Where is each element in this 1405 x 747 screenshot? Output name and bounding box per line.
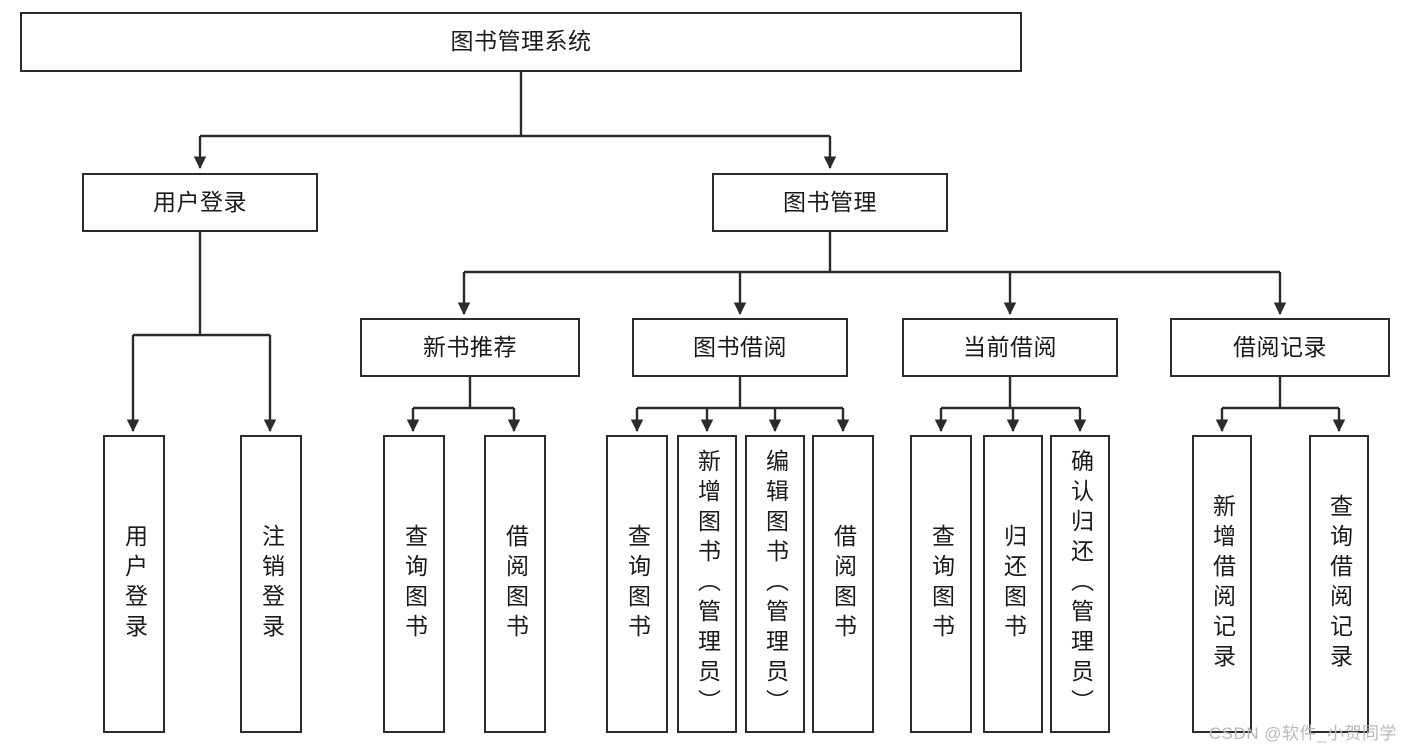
node-leaf-query-book-3[interactable]: 查询图书 <box>910 435 972 733</box>
node-label: 借阅图书 <box>502 524 529 644</box>
node-leaf-query-record[interactable]: 查询借阅记录 <box>1309 435 1369 733</box>
node-new-book-recommend[interactable]: 新书推荐 <box>360 318 580 377</box>
node-label: 借阅记录 <box>1233 333 1327 360</box>
node-label: 新增借阅记录 <box>1209 494 1236 674</box>
node-leaf-user-login[interactable]: 用户登录 <box>103 435 165 733</box>
node-label: 借阅图书 <box>830 524 857 644</box>
node-leaf-query-book-1[interactable]: 查询图书 <box>383 435 445 733</box>
node-leaf-logout-login[interactable]: 注销登录 <box>240 435 302 733</box>
node-current-borrow[interactable]: 当前借阅 <box>902 318 1118 377</box>
node-label: 编辑图书（管理员） <box>762 449 789 719</box>
node-leaf-borrow-book-2[interactable]: 借阅图书 <box>812 435 874 733</box>
node-label: 注销登录 <box>258 524 285 644</box>
node-leaf-add-book[interactable]: 新增图书（管理员） <box>677 435 737 733</box>
node-leaf-return-book[interactable]: 归还图书 <box>983 435 1043 733</box>
node-label: 图书管理 <box>783 188 877 215</box>
node-borrow-record[interactable]: 借阅记录 <box>1170 318 1390 377</box>
node-label: 图书管理系统 <box>450 28 592 55</box>
node-label: 新增图书（管理员） <box>694 449 721 719</box>
node-label: 当前借阅 <box>963 333 1057 360</box>
node-label: 归还图书 <box>1000 524 1027 644</box>
node-leaf-add-record[interactable]: 新增借阅记录 <box>1192 435 1252 733</box>
node-label: 用户登录 <box>121 524 148 644</box>
node-label: 图书借阅 <box>693 333 787 360</box>
node-label: 查询图书 <box>928 524 955 644</box>
node-label: 新书推荐 <box>423 333 517 360</box>
node-leaf-query-book-2[interactable]: 查询图书 <box>606 435 668 733</box>
node-user-login[interactable]: 用户登录 <box>82 173 318 232</box>
node-label: 查询图书 <box>624 524 651 644</box>
node-leaf-edit-book[interactable]: 编辑图书（管理员） <box>745 435 805 733</box>
node-book-management-system[interactable]: 图书管理系统 <box>20 12 1022 72</box>
node-label: 查询图书 <box>401 524 428 644</box>
node-label: 查询借阅记录 <box>1326 494 1353 674</box>
node-label: 确认归还（管理员） <box>1067 449 1094 719</box>
node-leaf-confirm-return[interactable]: 确认归还（管理员） <box>1050 435 1110 733</box>
node-label: 用户登录 <box>153 188 247 215</box>
node-book-borrow[interactable]: 图书借阅 <box>632 318 848 377</box>
csdn-watermark: CSDN @软件_小贺同学 <box>1208 724 1397 743</box>
node-leaf-borrow-book-1[interactable]: 借阅图书 <box>484 435 546 733</box>
node-book-management[interactable]: 图书管理 <box>712 173 948 232</box>
